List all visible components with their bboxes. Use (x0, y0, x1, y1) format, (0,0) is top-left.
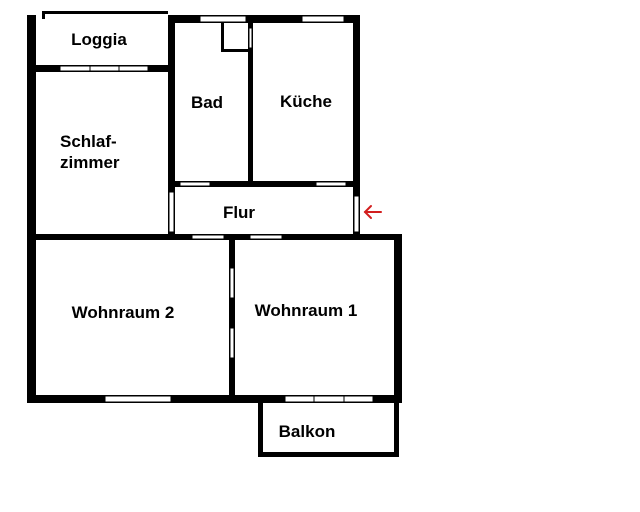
shaft-wall-left (221, 23, 224, 52)
label-wohnraum1: Wohnraum 1 (255, 301, 358, 320)
label-loggia: Loggia (71, 30, 127, 49)
door-wohnraum2 (191, 234, 225, 240)
balkon-wall-left (258, 401, 263, 457)
window-schlafzimmer (59, 65, 149, 72)
door-wohnraum1 (249, 234, 283, 240)
label-balkon: Balkon (279, 422, 336, 441)
door-schlafzimmer (168, 191, 175, 233)
loggia-parapet-top (42, 11, 168, 14)
door-kueche (315, 181, 347, 187)
label-wohnraum2: Wohnraum 2 (72, 303, 175, 322)
doors (168, 27, 360, 359)
arrow-left-icon (363, 205, 382, 219)
shaft-wall-bottom (221, 49, 252, 52)
window-wohnraum2 (104, 395, 172, 403)
door-entrance (353, 195, 360, 233)
door-bad (179, 181, 211, 187)
window-balkon (284, 395, 374, 403)
window-kueche (301, 15, 345, 23)
outer-wall-left (27, 15, 36, 403)
label-schlafzimmer-line2: zimmer (60, 153, 120, 172)
shaft-gap (248, 27, 253, 49)
window-bad (199, 15, 247, 23)
door-sliding-upper (229, 267, 235, 299)
outer-wall-right-lower (394, 235, 402, 403)
outer-wall-bottom (27, 395, 402, 403)
label-schlafzimmer-line1: Schlaf- (60, 132, 117, 151)
wall-wohnraum-divider (229, 237, 235, 401)
balkon-wall-right (394, 401, 399, 457)
loggia-parapet-left (42, 11, 45, 19)
door-sliding-lower (229, 327, 235, 359)
windows (59, 15, 374, 403)
wall-flur-top (168, 181, 360, 187)
label-bad: Bad (191, 93, 223, 112)
room-labels: Loggia Bad Küche Schlaf- zimmer Flur Woh… (60, 30, 357, 441)
label-flur: Flur (223, 203, 255, 222)
balkon-wall-bottom (258, 452, 399, 457)
wall-bad-kueche (248, 23, 253, 186)
wall-loggia-right (168, 15, 175, 235)
label-kueche: Küche (280, 92, 332, 111)
outer-wall-right-upper (353, 15, 360, 236)
outer-wall-top (168, 15, 360, 23)
